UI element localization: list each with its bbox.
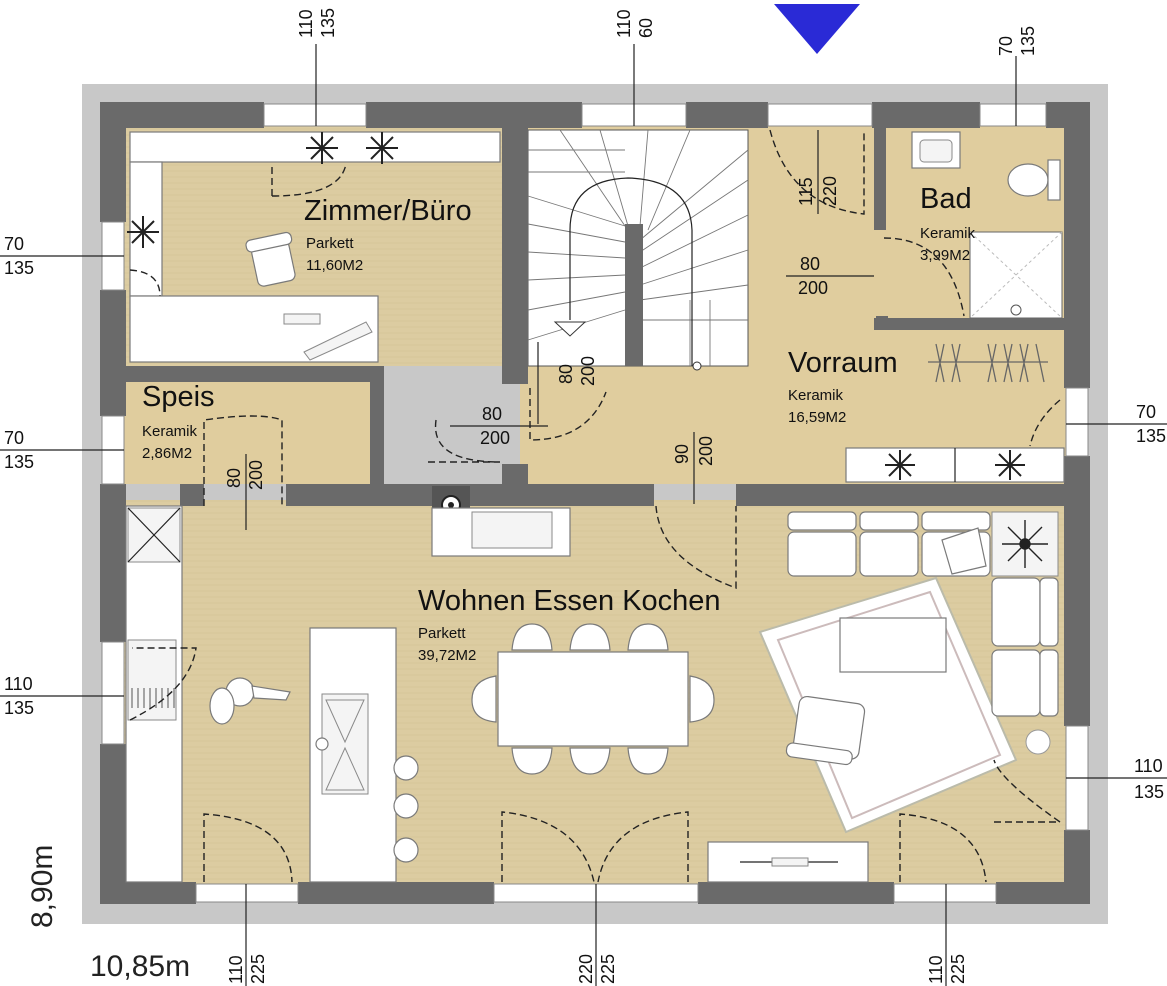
room-floor-living: Parkett	[418, 625, 466, 642]
dim-win-left-office-b: 135	[4, 258, 34, 278]
room-floor-bath: Keramik	[920, 225, 976, 242]
dim-win-bottom-mid-a: 220	[576, 954, 596, 984]
room-area-hall: 16,59M2	[788, 409, 846, 426]
coffee-table	[839, 617, 947, 673]
armchair	[785, 695, 866, 766]
dimension-labels: 110 135 110 60 70 135 70 135 70 135 110 …	[4, 8, 1166, 984]
room-name-hall: Vorraum	[788, 347, 898, 379]
wardrobe-rail	[928, 343, 1048, 383]
dim-win-bottom-right-a: 110	[926, 955, 946, 984]
dim-door-living-a: 90	[672, 444, 692, 464]
room-floor-pantry: Keramik	[142, 423, 198, 440]
door-swings	[129, 129, 1063, 883]
windows	[101, 103, 1089, 903]
dim-door-entry-a: 115	[796, 177, 816, 206]
plant-icons	[127, 132, 1025, 480]
overall-depth: 8,90m	[26, 845, 59, 928]
room-name-office: Zimmer/Büro	[304, 195, 472, 227]
lamp	[1025, 729, 1051, 755]
dim-win-left-pantry-b: 135	[4, 452, 34, 472]
dim-door-pantry-b: 200	[246, 460, 266, 490]
room-name-bath: Bad	[920, 183, 972, 215]
dim-win-top-office-a: 110	[296, 9, 316, 38]
room-area-bath: 3,99M2	[920, 247, 970, 264]
dim-door-hall-left-b: 200	[480, 428, 510, 448]
lowboard	[707, 841, 869, 883]
dim-door-bath-b: 200	[798, 278, 828, 298]
room-floor-office: Parkett	[306, 235, 354, 252]
dim-win-top-stair-a: 110	[614, 9, 634, 38]
room-labels: Zimmer/Büro Parkett 11,60M2 Bad Keramik …	[142, 183, 976, 664]
floor-pantry	[124, 382, 372, 484]
dim-win-bottom-mid-b: 225	[598, 954, 618, 984]
dim-win-bottom-right-b: 225	[948, 954, 968, 984]
dim-door-pantry-a: 80	[224, 468, 244, 488]
dining-table	[497, 651, 689, 747]
furniture	[125, 131, 1065, 883]
dim-win-left-kitchen-a: 110	[4, 674, 33, 694]
dim-win-bottom-left-b: 225	[248, 954, 268, 984]
dim-win-top-stair-b: 60	[636, 18, 656, 38]
room-area-office: 11,60M2	[306, 257, 363, 274]
dim-door-bath-a: 80	[800, 254, 820, 274]
room-name-pantry: Speis	[142, 381, 215, 413]
toilet	[1007, 163, 1049, 197]
dim-win-left-kitchen-b: 135	[4, 698, 34, 718]
dim-door-entry-b: 220	[820, 176, 840, 206]
dim-win-left-pantry-a: 70	[4, 428, 24, 448]
room-area-living: 39,72M2	[418, 647, 476, 664]
dim-door-office-b: 200	[578, 356, 598, 386]
entrance-arrow	[774, 4, 860, 54]
office-chair	[245, 231, 296, 287]
dim-win-right-hall-b: 135	[1136, 426, 1166, 446]
dim-door-hall-left-a: 80	[482, 404, 502, 424]
room-name-living: Wohnen Essen Kochen	[418, 585, 721, 617]
dimension-leaders	[0, 44, 1167, 986]
room-area-pantry: 2,86M2	[142, 445, 192, 462]
office-desk	[129, 295, 379, 363]
dim-win-top-bath-b: 135	[1018, 26, 1038, 56]
dim-win-bottom-left-a: 110	[226, 955, 246, 984]
room-floor-hall: Keramik	[788, 387, 844, 404]
dim-win-right-living-b: 135	[1134, 782, 1164, 802]
staircase	[527, 129, 749, 371]
dim-door-office-a: 80	[556, 364, 576, 384]
person-figure	[209, 677, 291, 725]
dim-win-right-living-a: 110	[1134, 756, 1163, 776]
dim-win-left-office-a: 70	[4, 234, 24, 254]
dim-win-top-office-b: 135	[318, 8, 338, 38]
overall-width: 10,85m	[90, 950, 190, 983]
dim-win-top-bath-a: 70	[996, 36, 1016, 56]
dim-win-right-hall-a: 70	[1136, 402, 1156, 422]
dim-door-living-b: 200	[696, 436, 716, 466]
plant-icon-living	[1002, 520, 1048, 568]
